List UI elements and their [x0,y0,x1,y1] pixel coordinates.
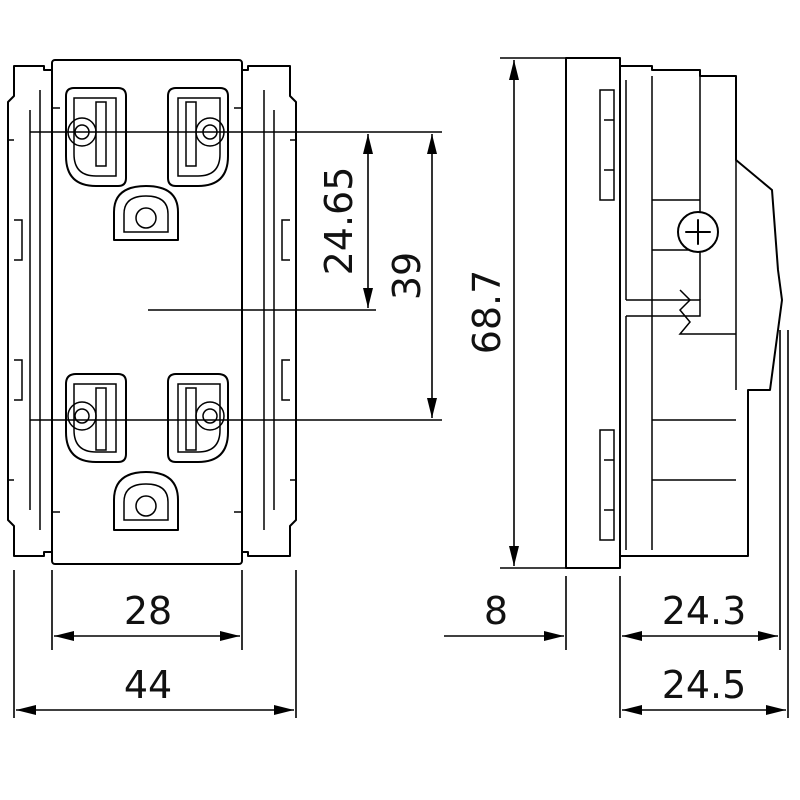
switch-body [619,65,783,557]
dim-label-total-depth: 24.5 [662,663,747,707]
lower-right-slot [167,373,229,463]
upper-right-slot [167,87,229,187]
lower-ground-hole [113,471,179,531]
dimension-lines [13,57,789,718]
dim-label-outlet-spacing: 39 [385,252,429,300]
side-view [565,57,783,569]
lower-outlet [65,373,229,531]
dim-label-body-depth: 24.3 [662,589,747,633]
dim-label-slot-spacing: 24.65 [317,167,361,276]
dim-label-plate-depth: 8 [484,589,508,633]
cover-plate [565,57,621,569]
upper-outlet [65,87,229,241]
dim-label-slot-width: 28 [124,589,172,633]
front-view [7,59,297,565]
dim-label-width: 44 [124,663,172,707]
dim-label-height: 68.7 [465,270,509,355]
